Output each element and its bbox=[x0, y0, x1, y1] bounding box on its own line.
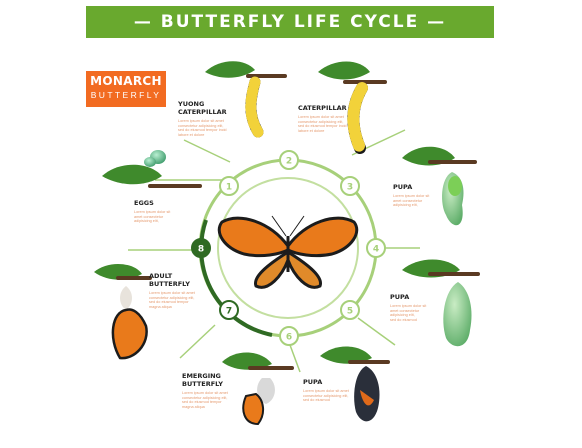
connector-line bbox=[183, 139, 231, 163]
central-butterfly-illustration bbox=[217, 215, 359, 289]
stage-number: 7 bbox=[226, 307, 232, 317]
young-caterpillar-illustration bbox=[205, 61, 287, 138]
connector-line bbox=[289, 344, 301, 373]
stage-title: EMERGING BUTTERFLY bbox=[182, 372, 223, 388]
stage-number: 4 bbox=[373, 245, 379, 255]
stage-node-5[interactable]: 5 bbox=[340, 300, 360, 320]
stage-description: Lorem ipsum dolor sit amet consectetur a… bbox=[149, 291, 195, 309]
pupa-3-illustration bbox=[320, 346, 390, 422]
stage-title: PUPA bbox=[390, 293, 410, 301]
stage-pupa-3: PUPA Lorem ipsum dolor sit amet consecte… bbox=[303, 378, 403, 403]
stage-number: 1 bbox=[226, 183, 232, 193]
page-title: — BUTTERFLY LIFE CYCLE — bbox=[133, 12, 447, 32]
stage-caterpillar: CATERPILLAR Lorem ipsum dolor sit amet c… bbox=[298, 104, 398, 133]
stage-title: CATERPILLAR bbox=[298, 104, 347, 112]
stage-number: 8 bbox=[198, 245, 204, 255]
brand-box: MONARCH BUTTERFLY bbox=[86, 71, 166, 107]
stage-node-3[interactable]: 3 bbox=[340, 176, 360, 196]
stage-description: Lorem ipsum dolor sit amet consectetur a… bbox=[390, 304, 427, 322]
title-banner: — BUTTERFLY LIFE CYCLE — bbox=[86, 6, 494, 38]
eggs-illustration bbox=[102, 150, 202, 188]
stage-title: YUONG CATERPILLAR bbox=[178, 100, 227, 116]
stage-pupa-1: PUPA Lorem ipsum dolor sit amet consecte… bbox=[393, 183, 493, 208]
stage-node-2[interactable]: 2 bbox=[279, 150, 299, 170]
stage-adult-butterfly: ADULT BUTTERFLY Lorem ipsum dolor sit am… bbox=[149, 272, 249, 309]
stage-node-8[interactable]: 8 bbox=[191, 238, 211, 258]
inner-ring bbox=[217, 177, 359, 319]
stage-title: PUPA bbox=[303, 378, 323, 386]
stage-node-6[interactable]: 6 bbox=[279, 326, 299, 346]
pupa-1-illustration bbox=[402, 146, 477, 226]
stage-description: Lorem ipsum dolor sit amet consectetur a… bbox=[303, 389, 349, 403]
stage-eggs: EGGS Lorem ipsum dolor sit amet consecte… bbox=[134, 199, 234, 224]
stage-title: PUPA bbox=[393, 183, 413, 191]
adult-butterfly-illustration bbox=[94, 263, 152, 360]
stage-number: 3 bbox=[347, 183, 353, 193]
stage-emerging-butterfly: EMERGING BUTTERFLY Lorem ipsum dolor sit… bbox=[182, 372, 282, 409]
stage-title: EGGS bbox=[134, 199, 154, 207]
brand-subtitle: BUTTERFLY bbox=[90, 90, 162, 100]
stage-pupa-2: PUPA Lorem ipsum dolor sit amet consecte… bbox=[390, 293, 490, 322]
stage-node-4[interactable]: 4 bbox=[366, 238, 386, 258]
connector-line bbox=[357, 317, 396, 346]
stage-description: Lorem ipsum dolor sit amet consectetur a… bbox=[134, 210, 171, 224]
stage-young-caterpillar: YUONG CATERPILLAR Lorem ipsum dolor sit … bbox=[178, 100, 278, 137]
pupa-2-illustration bbox=[402, 259, 480, 347]
stage-description: Lorem ipsum dolor sit amet consectetur a… bbox=[298, 115, 347, 133]
stage-description: Lorem ipsum dolor sit amet consectetur a… bbox=[178, 119, 227, 137]
stage-description: Lorem ipsum dolor sit amet consectetur a… bbox=[393, 194, 430, 208]
connector-line bbox=[179, 324, 216, 359]
stage-description: Lorem ipsum dolor sit amet consectetur a… bbox=[182, 391, 228, 409]
brand-name: MONARCH bbox=[90, 74, 162, 88]
stage-number: 5 bbox=[347, 307, 353, 317]
stage-node-7[interactable]: 7 bbox=[219, 300, 239, 320]
stage-number: 2 bbox=[286, 157, 292, 167]
emerging-butterfly-illustration bbox=[222, 352, 294, 426]
stage-node-1[interactable]: 1 bbox=[219, 176, 239, 196]
caterpillar-illustration bbox=[318, 61, 387, 154]
stage-title: ADULT BUTTERFLY bbox=[149, 272, 190, 288]
stage-number: 6 bbox=[286, 333, 292, 343]
